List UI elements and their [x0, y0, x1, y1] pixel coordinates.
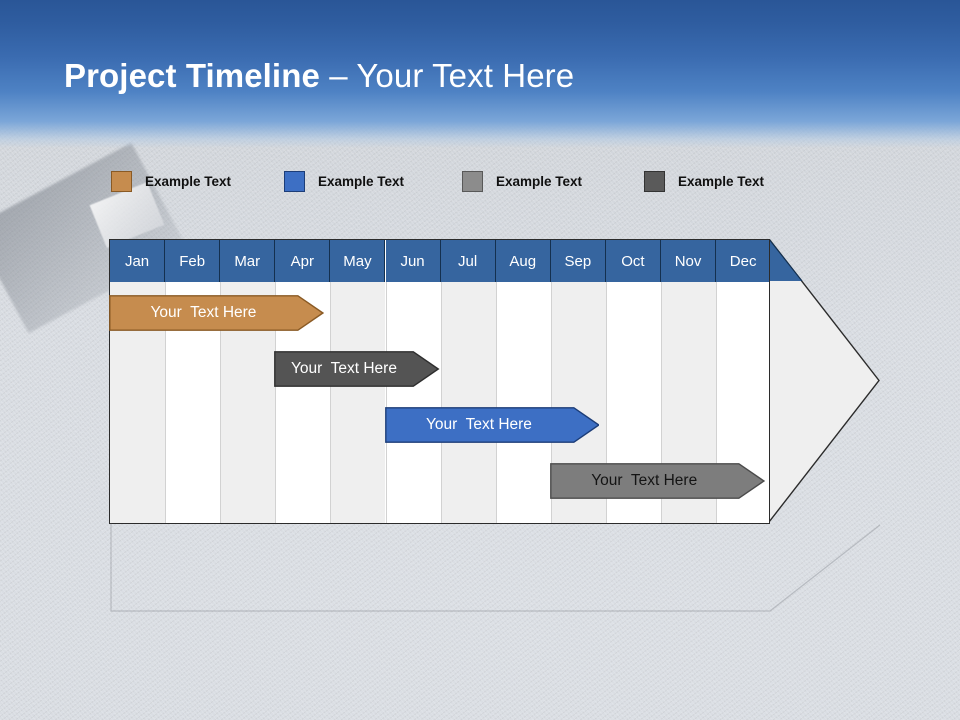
timeline-chart: Jan Feb Mar Apr May Jun Jul Aug Sep Oct Nov Dec You… — [109, 239, 881, 524]
month-header-feb[interactable]: Feb — [165, 240, 221, 282]
month-header-may[interactable]: May — [330, 240, 386, 282]
month-label: Jan — [124, 252, 150, 270]
month-column-feb — [165, 240, 221, 523]
month-header-oct[interactable]: Oct — [605, 240, 661, 282]
legend-label-3: Example Text — [496, 173, 583, 189]
month-header-jan[interactable]: Jan — [110, 240, 166, 282]
task-bar-4[interactable]: Your Text Here — [549, 463, 765, 499]
legend-item-4[interactable]: Example Text — [644, 170, 764, 192]
column-separator — [495, 282, 497, 523]
legend-swatch-orange — [111, 170, 132, 192]
month-header-dec[interactable]: Dec — [716, 240, 769, 282]
month-label: Jul — [458, 252, 478, 270]
legend-label-2: Example Text — [318, 173, 405, 189]
month-column-jul — [440, 240, 496, 523]
month-column-mar — [220, 240, 276, 523]
month-label: Oct — [621, 252, 645, 270]
task-bar-shape — [549, 463, 765, 499]
month-column-aug — [495, 240, 551, 523]
month-column-jan — [110, 240, 166, 523]
legend: Example Text Example Text Example Text E… — [111, 170, 811, 194]
month-label: Feb — [179, 252, 206, 270]
month-label: Sep — [564, 252, 592, 270]
month-label: Apr — [290, 252, 315, 270]
legend-swatch-gray-light — [462, 170, 483, 192]
month-label: Jun — [400, 252, 425, 270]
task-bar-shape — [274, 351, 440, 387]
month-label: Aug — [509, 252, 537, 270]
month-header-mar[interactable]: Mar — [220, 240, 276, 282]
timeline-arrow-head — [769, 239, 881, 524]
legend-item-2[interactable]: Example Text — [284, 170, 404, 192]
task-bar-1[interactable]: Your Text Here — [109, 295, 324, 331]
task-bar-2[interactable]: Your Text Here — [274, 351, 440, 387]
month-label: Mar — [234, 252, 261, 270]
month-header-apr[interactable]: Apr — [275, 240, 331, 282]
page-title: Project Timeline – Your Text Here — [64, 57, 574, 95]
month-header-aug[interactable]: Aug — [495, 240, 551, 282]
month-header-jul[interactable]: Jul — [440, 240, 496, 282]
task-bar-3[interactable]: Your Text Here — [384, 407, 600, 443]
month-label: Nov — [674, 252, 702, 270]
timeline-arrow-body: Jan Feb Mar Apr May Jun Jul Aug Sep Oct Nov Dec You… — [109, 239, 881, 524]
column-separator — [330, 282, 332, 523]
title-bold-part: Project Timeline — [64, 57, 320, 94]
month-header-nov[interactable]: Nov — [661, 240, 717, 282]
column-separator — [165, 282, 167, 523]
month-label: May — [343, 252, 372, 270]
column-separator — [661, 282, 662, 523]
month-header-jun[interactable]: Jun — [385, 240, 441, 282]
column-separator — [440, 282, 442, 523]
column-separator — [605, 282, 607, 523]
month-header-sep[interactable]: Sep — [550, 240, 606, 282]
legend-label-4: Example Text — [678, 173, 765, 189]
legend-swatch-blue — [284, 170, 305, 192]
title-dash: – — [319, 57, 357, 94]
column-separator — [220, 282, 222, 523]
legend-swatch-gray-dark — [644, 170, 665, 192]
legend-item-1[interactable]: Example Text — [111, 170, 231, 192]
column-separator — [275, 282, 277, 523]
month-label: Dec — [729, 252, 757, 270]
title-regular-part: Your Text Here — [356, 57, 575, 94]
task-bar-shape — [384, 407, 600, 443]
legend-item-3[interactable]: Example Text — [462, 170, 582, 192]
legend-label-1: Example Text — [145, 173, 232, 189]
column-separator — [385, 282, 387, 523]
title-band — [0, 0, 960, 148]
task-bar-shape — [109, 295, 324, 331]
column-separator — [716, 282, 718, 523]
column-separator — [550, 282, 552, 523]
